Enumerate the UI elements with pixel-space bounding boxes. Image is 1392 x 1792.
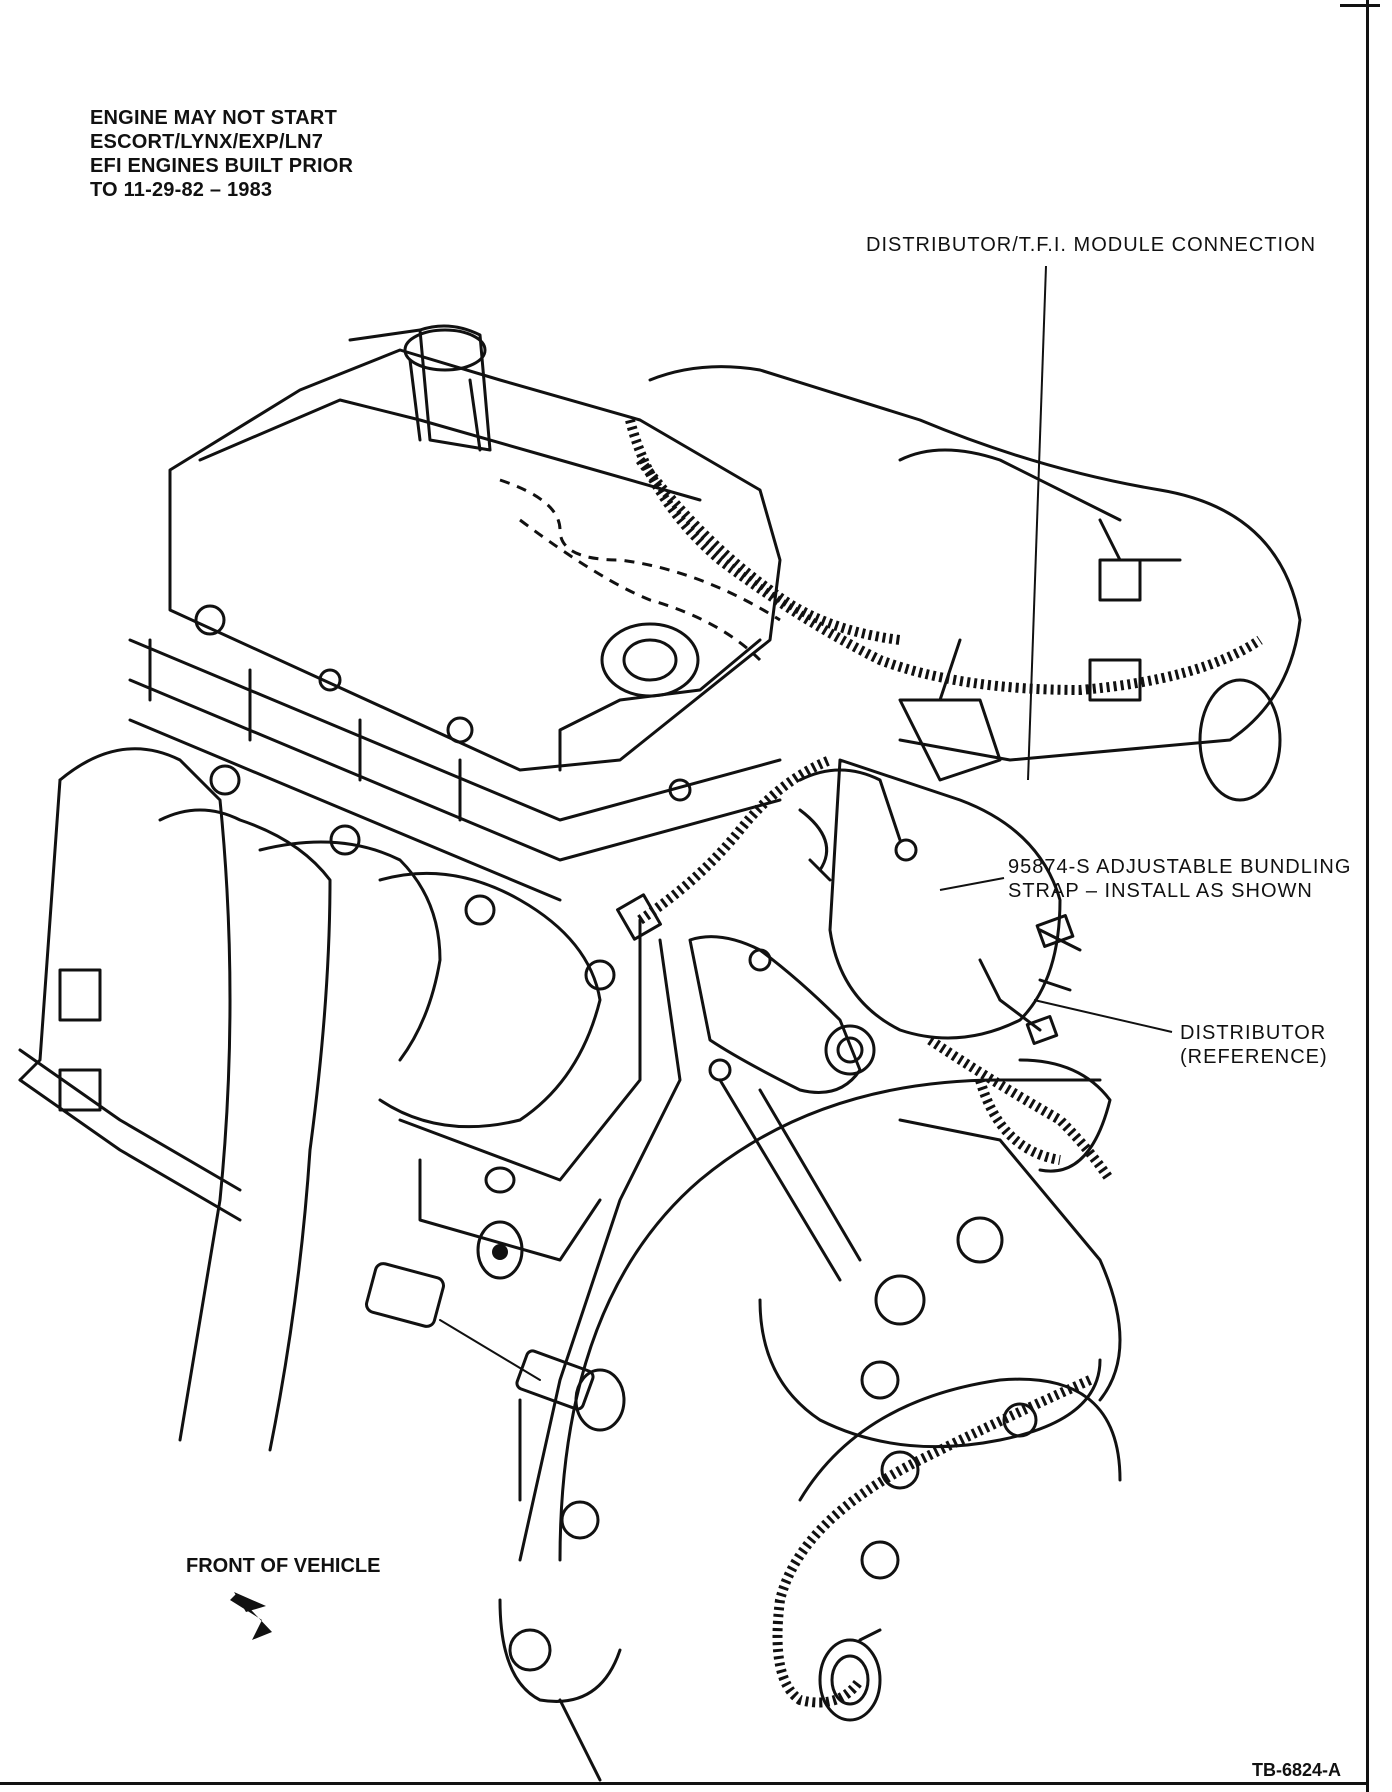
callout-module-connection: DISTRIBUTOR/T.F.I. MODULE CONNECTION <box>866 234 1317 256</box>
sensor-connector <box>365 1262 626 1502</box>
oil-filler-neck <box>403 328 487 452</box>
right-harness <box>927 1035 1115 1183</box>
header-line-3: EFI ENGINES BUILT PRIOR <box>90 155 354 177</box>
front-arrow-icon <box>230 1592 272 1640</box>
valve-cover <box>168 324 782 772</box>
transaxle-housing <box>498 1078 1122 1782</box>
frame-bottom-border <box>0 1782 1369 1785</box>
callout-distributor-line-2: (REFERENCE) <box>1180 1046 1328 1068</box>
header-line-2: ESCORT/LYNX/EXP/LN7 <box>90 131 324 153</box>
header-block: ENGINE MAY NOT START ESCORT/LYNX/EXP/LN7… <box>90 106 450 202</box>
frame-top-stub <box>1340 4 1380 7</box>
tfi-lead <box>616 755 832 941</box>
distributor <box>798 638 1082 1046</box>
figure-code: TB-6824-A <box>1252 1760 1342 1780</box>
engine-block <box>18 918 682 1562</box>
frame-right-border <box>1366 0 1369 1792</box>
callout-bundling-strap: 95874-S ADJUSTABLE BUNDLING STRAP – INST… <box>1008 855 1351 903</box>
crank-sensor-harness <box>772 1375 1093 1722</box>
leader-module-connection <box>1027 265 1047 781</box>
main-wiring-harness <box>625 418 1263 696</box>
cylinder-head-rail <box>128 604 782 902</box>
leader-bundling-strap <box>939 877 1005 891</box>
callout-strap-line-2: STRAP – INSTALL AS SHOWN <box>1008 880 1313 902</box>
front-of-vehicle-label: FRONT OF VEHICLE <box>186 1555 381 1577</box>
alternator-bracket <box>688 935 876 1094</box>
callout-strap-line-1: 95874-S ADJUSTABLE BUNDLING <box>1008 856 1352 878</box>
exhaust-manifold <box>18 747 616 1452</box>
callout-distributor-line-1: DISTRIBUTOR <box>1180 1022 1327 1044</box>
intake-plenum <box>648 365 1302 802</box>
header-line-4: TO 11-29-82 – 1983 <box>90 179 273 201</box>
leader-distributor <box>1033 999 1173 1033</box>
header-line-1: ENGINE MAY NOT START <box>90 107 337 129</box>
callout-distributor: DISTRIBUTOR (REFERENCE) <box>1180 1021 1328 1069</box>
hidden-harness <box>499 478 781 662</box>
